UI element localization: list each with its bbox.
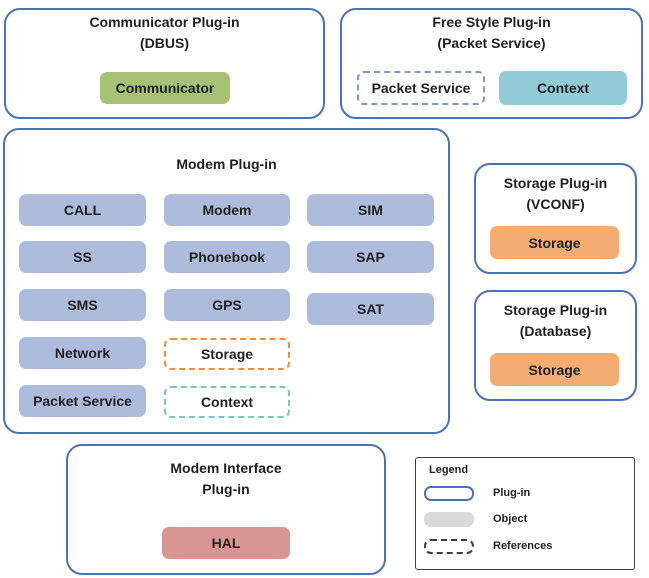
legend: Legend Plug-in Object References (415, 457, 635, 570)
modem-plugin: Modem Plug-in CALL Modem SIM SS Phoneboo… (3, 128, 450, 434)
storage-plugin-vconf-title: Storage Plug-in (503, 175, 608, 191)
context-object: Context (499, 71, 627, 105)
legend-references-swatch (424, 539, 474, 554)
packet-service-object: Packet Service (19, 385, 146, 417)
legend-plugin-label: Plug-in (493, 487, 531, 499)
storage-plugin-database: Storage Plug-in (Database) Storage (474, 290, 637, 401)
sim-object: SIM (307, 194, 434, 226)
legend-references-label: References (493, 540, 553, 552)
storage-plugin-database-title: Storage Plug-in (503, 302, 608, 318)
ss-object: SS (19, 241, 146, 273)
sap-object: SAP (307, 241, 434, 273)
call-object: CALL (19, 194, 146, 226)
legend-title: Legend (429, 464, 469, 476)
storage-vconf-object: Storage (490, 226, 619, 259)
context-reference: Context (164, 386, 290, 418)
modem-interface-plugin-title: Modem Interface (170, 460, 282, 476)
phonebook-object: Phonebook (164, 241, 290, 273)
network-object: Network (19, 337, 146, 369)
storage-database-object: Storage (490, 353, 619, 386)
sms-object: SMS (19, 289, 146, 321)
communicator-plugin-title: Communicator Plug-in (89, 14, 240, 30)
free-style-plugin: Free Style Plug-in (Packet Service) Pack… (340, 8, 643, 119)
free-style-plugin-subtitle: (Packet Service) (437, 35, 546, 51)
legend-object-label: Object (493, 513, 528, 525)
modem-interface-plugin: Modem Interface Plug-in HAL (66, 444, 386, 575)
modem-object: Modem (164, 194, 290, 226)
communicator-object: Communicator (100, 72, 230, 104)
storage-reference: Storage (164, 338, 290, 370)
storage-plugin-database-subtitle: (Database) (519, 323, 592, 339)
free-style-plugin-title: Free Style Plug-in (432, 14, 551, 30)
storage-plugin-vconf: Storage Plug-in (VCONF) Storage (474, 163, 637, 274)
communicator-plugin: Communicator Plug-in (DBUS) Communicator (4, 8, 325, 119)
legend-object-swatch (424, 512, 474, 527)
modem-plugin-title: Modem Plug-in (176, 156, 277, 172)
sat-object: SAT (307, 293, 434, 325)
gps-object: GPS (164, 289, 290, 321)
hal-object: HAL (162, 527, 290, 559)
legend-plugin-swatch (424, 486, 474, 501)
storage-plugin-vconf-subtitle: (VCONF) (526, 196, 585, 212)
communicator-plugin-subtitle: (DBUS) (140, 35, 189, 51)
packet-service-reference: Packet Service (357, 71, 485, 105)
modem-interface-plugin-subtitle: Plug-in (202, 481, 250, 497)
